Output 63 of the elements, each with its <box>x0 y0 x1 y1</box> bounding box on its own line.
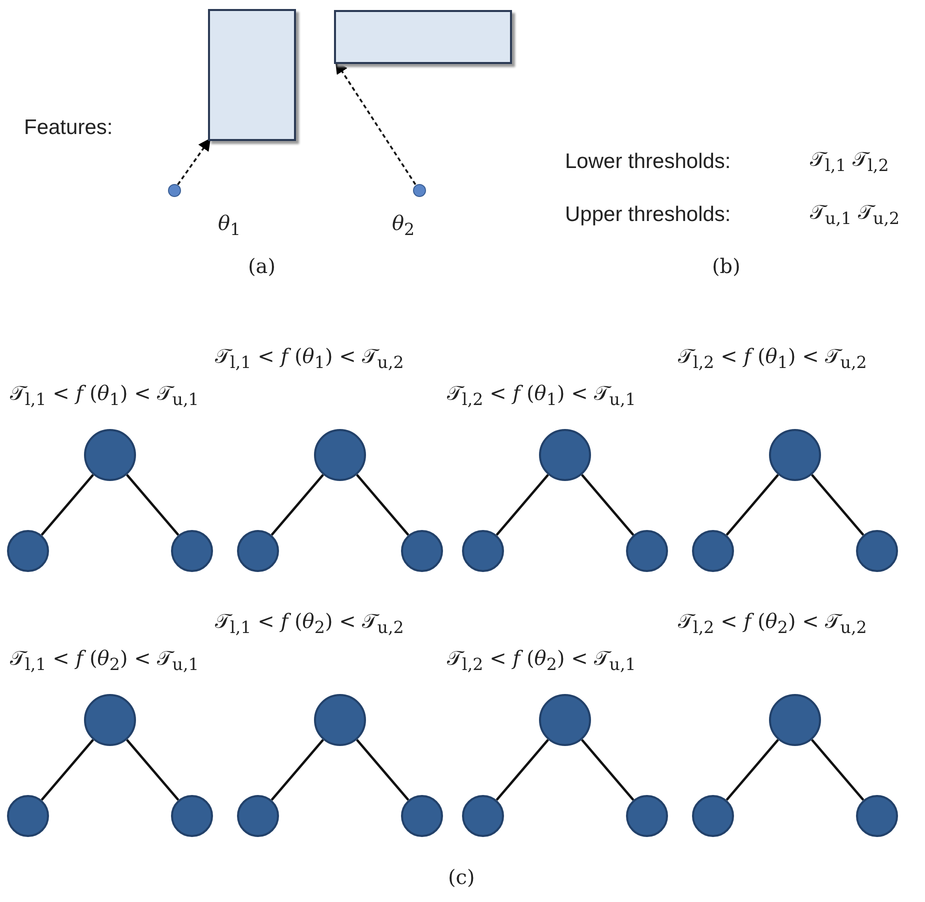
tree-edge <box>580 474 634 536</box>
condition-formula: 𝒯$_{l,1}$ < f (θ$_{1}$) < 𝒯$_{u,2}$ <box>215 345 404 372</box>
leaf-node-circle <box>856 795 898 837</box>
leaf-node-circle <box>401 530 443 572</box>
feature-point <box>412 184 426 196</box>
section-label: Features: <box>24 116 113 140</box>
leaf-node-circle <box>7 530 49 572</box>
tree-edge <box>810 738 864 801</box>
leaf-node-circle <box>237 795 279 837</box>
leaf-node-circle <box>626 795 668 837</box>
root-node-circle <box>769 429 821 481</box>
tree-edge <box>40 474 94 536</box>
root-node-circle <box>314 694 366 746</box>
feature-rectangle <box>208 9 296 141</box>
tree-edge <box>356 474 410 536</box>
leaf-node-circle <box>171 530 213 572</box>
condition-formula: 𝒯$_{l,2}$ < f (θ$_{1}$) < 𝒯$_{u,1}$ <box>447 382 636 410</box>
threshold-symbols: 𝒯$_{u,1}$ 𝒯$_{u,2}$ <box>810 201 900 228</box>
leaf-node-circle <box>237 530 279 572</box>
root-node-circle <box>84 429 136 481</box>
condition-formula: 𝒯$_{l,2}$ < f (θ$_{1}$) < 𝒯$_{u,2}$ <box>678 345 867 372</box>
root-node-circle <box>539 694 591 746</box>
threshold-symbols: 𝒯$_{l,1}$ 𝒯$_{l,2}$ <box>810 148 889 176</box>
tree-edge <box>126 474 180 536</box>
feature-point <box>168 184 180 196</box>
leaf-node-circle <box>462 530 504 572</box>
feature-rectangle <box>334 10 512 64</box>
tree-edge <box>356 738 410 801</box>
threshold-label: Lower thresholds: <box>565 150 731 174</box>
arrow <box>177 138 211 186</box>
condition-formula: 𝒯$_{l,1}$ < f (θ$_{2}$) < 𝒯$_{u,1}$ <box>10 647 199 674</box>
condition-formula: 𝒯$_{l,1}$ < f (θ$_{2}$) < 𝒯$_{u,2}$ <box>215 610 404 638</box>
panel-caption: (c) <box>448 866 475 888</box>
root-node-circle <box>539 429 591 481</box>
leaf-node-circle <box>7 795 49 837</box>
leaf-node-circle <box>692 795 734 837</box>
root-node-circle <box>314 429 366 481</box>
tree-edge <box>126 738 180 801</box>
condition-formula: 𝒯$_{l,1}$ < f (θ$_{1}$) < 𝒯$_{u,1}$ <box>10 382 199 410</box>
panel-caption: (a) <box>248 255 276 277</box>
tree-edge <box>496 738 550 801</box>
tree-edge <box>496 474 550 536</box>
threshold-label: Upper thresholds: <box>565 203 731 226</box>
condition-formula: 𝒯$_{l,2}$ < f (θ$_{2}$) < 𝒯$_{u,2}$ <box>678 610 867 638</box>
leaf-node-circle <box>692 530 734 572</box>
tree-edge <box>270 738 324 801</box>
leaf-node-circle <box>856 530 898 572</box>
root-node-circle <box>84 694 136 746</box>
tree-edge <box>40 738 94 801</box>
tree-edge <box>726 474 780 536</box>
leaf-node-circle <box>626 530 668 572</box>
tree-edge <box>810 474 864 536</box>
root-node-circle <box>769 694 821 746</box>
tree-edge <box>270 474 324 536</box>
panel-caption: (b) <box>712 255 740 277</box>
condition-formula: 𝒯$_{l,2}$ < f (θ$_{2}$) < 𝒯$_{u,1}$ <box>447 647 636 674</box>
leaf-node-circle <box>171 795 213 837</box>
leaf-node-circle <box>401 795 443 837</box>
parameter-label: θ$_{2}$ <box>392 212 415 240</box>
tree-edge <box>580 738 634 801</box>
leaf-node-circle <box>462 795 504 837</box>
parameter-label: θ$_{1}$ <box>218 212 241 240</box>
tree-edge <box>726 738 780 801</box>
